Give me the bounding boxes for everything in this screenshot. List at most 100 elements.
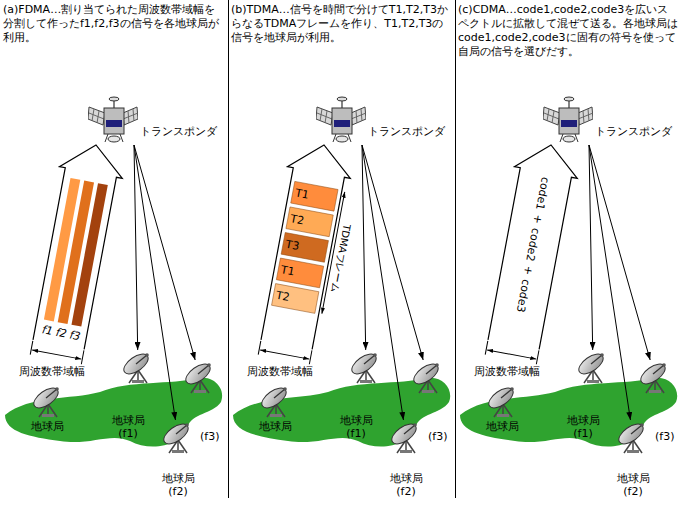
bandwidth-label: 周波数帯域幅	[19, 365, 85, 378]
station-label: 地球局 (f1)	[336, 414, 376, 440]
dimension-tick	[309, 350, 312, 364]
station-label: 地球局 (f2)	[381, 472, 431, 498]
earth-station-icon	[31, 384, 62, 417]
earth-station-icon	[161, 420, 192, 453]
earth-station: 地球局	[256, 384, 296, 418]
earth-station-icon	[183, 360, 214, 393]
earth-station-icon	[28, 384, 68, 418]
satellite-transponder-icon	[316, 97, 366, 142]
earth-station-icon	[635, 360, 675, 394]
earth-station-icon	[386, 420, 426, 454]
earth-station: 地球局 (f1)	[346, 350, 386, 384]
earth-station-icon	[486, 384, 517, 417]
slot	[286, 207, 333, 237]
earth-station-icon	[118, 350, 158, 384]
panel-divider	[455, 0, 456, 498]
cdma-spectrum	[485, 341, 539, 364]
panel-heading: (b)TDMA…信号を時間で分けてT1,T2,T3からなるTDMAフレームを作り…	[231, 3, 451, 45]
earth-station: (f3)	[180, 360, 220, 394]
dimension-tick	[81, 350, 84, 364]
station-label: 地球局 (f2)	[608, 472, 658, 498]
station-label: 地球局 (f1)	[563, 414, 603, 440]
station-label: 地球局 (f1)	[108, 414, 148, 440]
panel-heading: (c)CDMA…code1,code2,code3を広いスペクトルに拡散して混ぜ…	[458, 3, 678, 59]
code-operator: +	[520, 264, 534, 275]
station-label: 地球局	[31, 420, 64, 433]
fdma-bands	[30, 177, 114, 364]
band-name: f1	[40, 323, 53, 338]
downlink-arrow	[134, 145, 138, 350]
code-name: code2	[523, 227, 542, 262]
earth-station: 地球局	[28, 384, 68, 418]
dimension-line	[487, 350, 536, 359]
frame-label: TDMAフレーム	[328, 223, 354, 293]
downlink-arrow	[589, 145, 593, 350]
earth-station-icon	[180, 360, 220, 394]
slot	[281, 233, 328, 263]
dimension-line	[32, 350, 81, 359]
earth-station-icon	[616, 420, 647, 453]
earth-station: 地球局 (f2)	[613, 420, 653, 454]
slot-name: T3	[284, 237, 300, 252]
panel-divider	[228, 0, 229, 498]
station-label: (f3)	[200, 430, 219, 443]
station-label: 地球局 (f2)	[153, 472, 203, 498]
earth-station: (f3)	[408, 360, 448, 394]
bandwidth-label: 周波数帯域幅	[474, 365, 540, 378]
earth-station-icon	[121, 350, 152, 383]
earth-station-icon	[158, 420, 198, 454]
satellite-transponder-icon	[88, 95, 138, 145]
satellite-transponder: トランスポンダ	[88, 95, 138, 145]
code-name: code1	[532, 176, 551, 211]
downlink-arrow	[589, 145, 630, 420]
satellite-transponder-icon	[543, 95, 593, 145]
satellite-transponder: トランスポンダ	[316, 95, 366, 145]
dimension-tick	[536, 350, 539, 364]
slot-name: T1	[279, 263, 295, 278]
code-operator: +	[530, 213, 544, 224]
slot-name: T1	[294, 186, 310, 201]
earth-station: 地球局 (f2)	[158, 420, 198, 454]
downlink-arrow	[134, 145, 175, 420]
downlink-arrow	[134, 145, 195, 360]
band-name: f2	[54, 325, 67, 340]
downlink-arrow	[362, 145, 423, 360]
station-label: 地球局	[486, 420, 519, 433]
dimension-line	[260, 350, 309, 359]
station-label: トランスポンダ	[595, 125, 672, 138]
land-area	[5, 378, 222, 447]
earth-station: (f3)	[635, 360, 675, 394]
earth-station-icon	[389, 420, 420, 453]
earth-station: 地球局 (f2)	[386, 420, 426, 454]
satellite-transponder-icon	[88, 97, 138, 142]
slot	[276, 258, 323, 288]
land	[5, 378, 677, 447]
satellite-transponder-icon	[543, 97, 593, 142]
earth-station-icon	[256, 384, 296, 418]
dimension-tick	[485, 341, 488, 355]
earth-station-icon	[638, 360, 669, 393]
station-label: トランスポンダ	[368, 125, 445, 138]
band-f3	[71, 183, 107, 326]
slot-name: T2	[274, 288, 290, 303]
earth-station-icon	[613, 420, 653, 454]
slot	[291, 181, 338, 211]
code-name: code3	[513, 278, 532, 313]
dimension-tick	[30, 341, 33, 355]
earth-station-icon	[483, 384, 523, 418]
station-label: (f3)	[655, 430, 674, 443]
earth-station-icon	[259, 384, 290, 417]
slot	[272, 284, 319, 314]
downlink-arrow	[362, 145, 403, 420]
land-area	[460, 378, 677, 447]
earth-station-icon	[573, 350, 613, 384]
earth-station-icon	[408, 360, 448, 394]
earth-station: 地球局	[483, 384, 523, 418]
station-label: 地球局	[259, 420, 292, 433]
satellite-transponder: トランスポンダ	[543, 95, 593, 145]
station-label: トランスポンダ	[140, 125, 217, 138]
earth-station-icon	[349, 350, 380, 383]
station-label: (f3)	[428, 430, 447, 443]
earth-station: 地球局 (f1)	[573, 350, 613, 384]
earth-station-icon	[346, 350, 386, 384]
